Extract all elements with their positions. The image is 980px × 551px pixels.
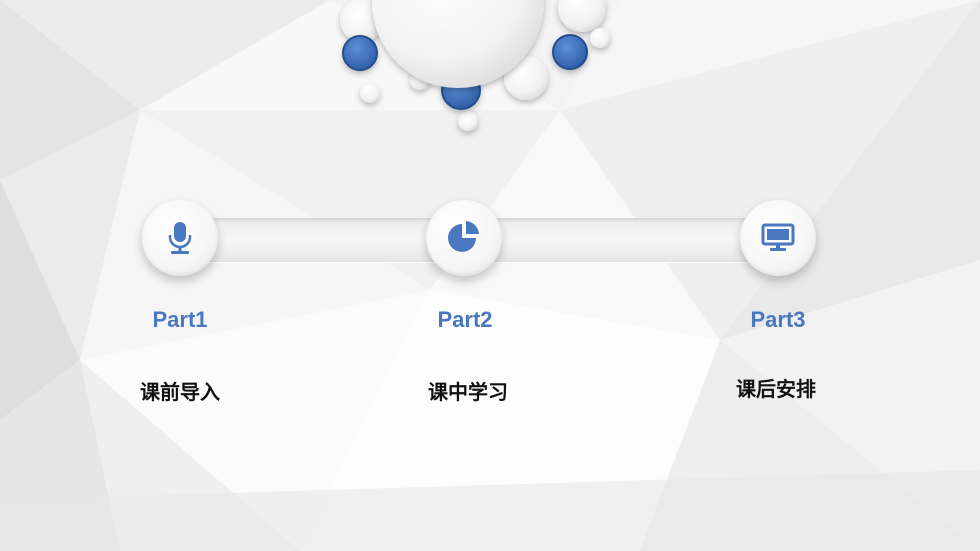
decorative-circles (340, 0, 610, 131)
step-label-1: 课前导入 (140, 380, 220, 404)
pie-chart-icon (448, 221, 479, 252)
step-label-3: 课后安排 (736, 377, 816, 401)
step-part-2: Part2 (437, 307, 493, 332)
step-node-2[interactable] (426, 200, 502, 276)
step-part-3: Part3 (750, 307, 806, 332)
monitor-icon (761, 223, 795, 251)
step-node-3[interactable] (740, 200, 816, 276)
microphone-icon (168, 222, 192, 254)
step-label-2: 课中学习 (428, 380, 508, 404)
step-node-1[interactable] (142, 200, 218, 276)
step-part-1: Part1 (152, 307, 208, 332)
